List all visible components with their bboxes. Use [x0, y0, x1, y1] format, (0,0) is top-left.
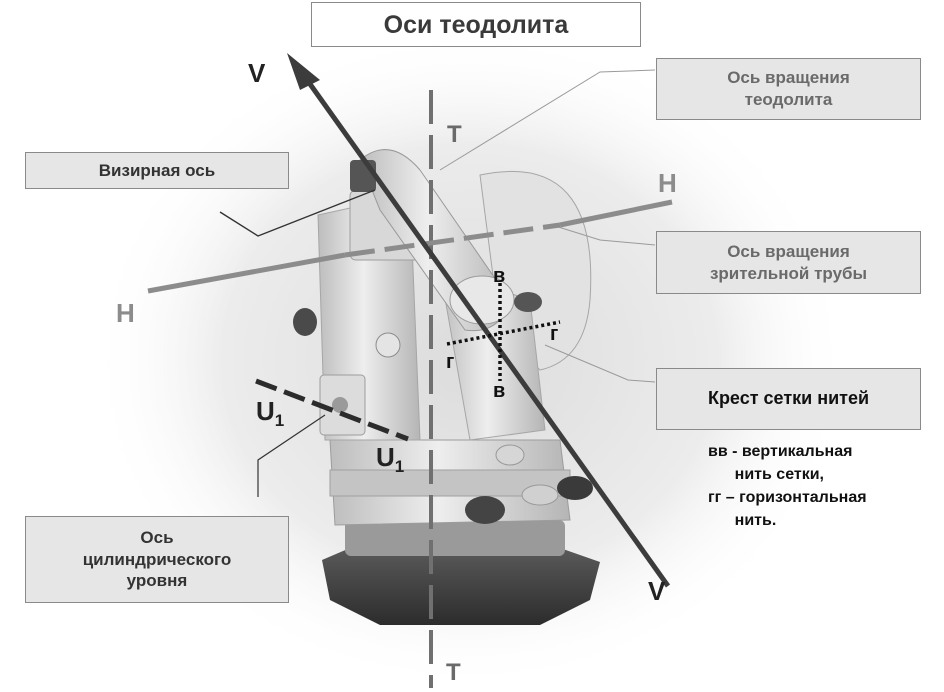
- eyepiece: [350, 160, 376, 192]
- axes: [147, 53, 673, 688]
- crosshair-horizontal: [446, 320, 561, 346]
- level-vial: [375, 332, 401, 358]
- V-axis-arrowhead: [287, 53, 320, 90]
- letter-H-right: H: [658, 168, 677, 198]
- letter-T-bottom: T: [446, 659, 461, 686]
- lower-knob: [495, 444, 525, 466]
- page-title: Оси теодолита: [383, 10, 569, 39]
- H-axis-solid-left: [147, 252, 346, 294]
- label-sight-axis: Визирная ось: [25, 152, 289, 189]
- H-axis-solid-right: [559, 199, 673, 228]
- letter-g-right: г: [550, 323, 558, 345]
- letter-H-left: H: [116, 298, 135, 328]
- legend-line-2: нить сетки,: [708, 466, 824, 483]
- label-level-axis-text: Ось цилиндрического уровня: [82, 527, 232, 591]
- leader-telescope-axis: [551, 224, 656, 246]
- H-axis-dashed: [344, 222, 561, 258]
- letter-v-top: в: [493, 265, 505, 287]
- label-rotation-axis-text: Ось вращения теодолита: [727, 68, 850, 109]
- tribrach-base: [322, 548, 600, 625]
- letter-U-upper: U1: [256, 396, 284, 430]
- label-telescope-axis-text: Ось вращения зрительной трубы: [709, 241, 868, 283]
- label-crosshair-text: Крест сетки нитей: [707, 388, 870, 409]
- side-knob-left: [293, 308, 317, 336]
- label-level-axis: Ось цилиндрического уровня: [25, 516, 289, 603]
- label-crosshair: Крест сетки нитей: [656, 368, 921, 430]
- letter-V-top: V: [248, 58, 266, 88]
- leader-rotation-axis: [439, 69, 656, 171]
- level-screw: [332, 397, 348, 413]
- base-plate: [345, 520, 565, 556]
- label-sight-axis-text: Визирная ось: [98, 160, 216, 180]
- legend-line-1: вв - вертикальная: [708, 443, 853, 460]
- leader-level-axis: [257, 414, 326, 497]
- tangent-knob: [521, 484, 559, 506]
- title-box: Оси теодолита: [311, 2, 641, 47]
- U-axis-line: [255, 378, 409, 442]
- letter-V-bottom: V: [648, 576, 666, 606]
- letter-v-bottom: в: [493, 380, 505, 402]
- letter-g-left: г: [446, 351, 454, 373]
- label-rotation-axis: Ось вращения теодолита: [656, 58, 921, 120]
- legend-line-3: гг – горизонтальная: [708, 489, 867, 506]
- side-knob-right: [557, 476, 593, 500]
- clamp-knob: [465, 496, 505, 524]
- leader-sight-axis: [219, 189, 376, 237]
- subscript-U-upper: 1: [275, 411, 284, 430]
- letter-U-lower: U1: [376, 442, 404, 476]
- legend-line-4: нить.: [708, 512, 777, 529]
- leader-crosshair: [544, 344, 656, 383]
- letter-T-top: T: [447, 121, 462, 148]
- focus-knob: [514, 292, 542, 312]
- label-telescope-axis: Ось вращения зрительной трубы: [656, 231, 921, 294]
- leader-lines: [219, 69, 656, 497]
- subscript-U-lower: 1: [395, 457, 404, 476]
- V-axis-line: [297, 68, 671, 588]
